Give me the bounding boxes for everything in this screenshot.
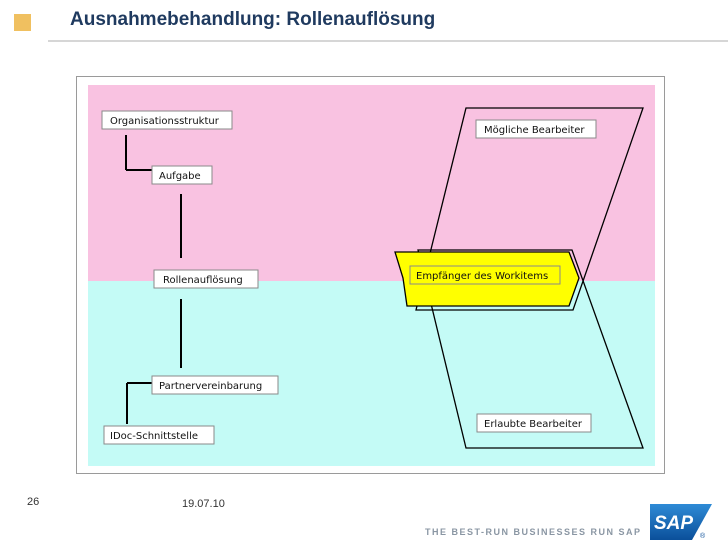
box-rollenaufloesung: Rollenauflösung xyxy=(153,269,259,289)
slide-title: Ausnahmebehandlung: Rollenauflösung xyxy=(70,9,436,30)
footer-date: 19.07.10 xyxy=(182,498,225,510)
box-idoc-schnittstelle: IDoc-Schnittstelle xyxy=(103,425,215,445)
label-erlaubte-bearbeiter: Erlaubte Bearbeiter xyxy=(484,419,583,430)
footer-tagline: THE BEST-RUN BUSINESSES RUN SAP xyxy=(425,527,642,537)
box-empfaenger-des-workitems: Empfänger des Workitems xyxy=(409,265,561,285)
sap-logo: SAP ® xyxy=(650,504,712,540)
svg-text:SAP: SAP xyxy=(654,513,693,534)
role-resolution-diagram: Organisationsstruktur Aufgabe Rollenaufl… xyxy=(88,85,655,466)
box-aufgabe: Aufgabe xyxy=(151,165,213,185)
lower-parallelogram xyxy=(417,249,644,449)
label-empfaenger: Empfänger des Workitems xyxy=(416,271,548,282)
box-moegliche-bearbeiter: Mögliche Bearbeiter xyxy=(475,119,597,139)
label-partnervereinbarung: Partnervereinbarung xyxy=(159,381,262,392)
title-divider xyxy=(48,40,728,42)
box-organisationsstruktur: Organisationsstruktur xyxy=(101,110,233,130)
svg-text:®: ® xyxy=(700,532,706,540)
upper-parallelogram xyxy=(415,107,644,311)
page-number: 26 xyxy=(27,496,40,508)
label-idoc-schnittstelle: IDoc-Schnittstelle xyxy=(110,431,198,442)
title-bullet-square xyxy=(14,14,31,31)
box-partnervereinbarung: Partnervereinbarung xyxy=(151,375,279,395)
box-erlaubte-bearbeiter: Erlaubte Bearbeiter xyxy=(476,413,592,433)
label-rollenaufloesung: Rollenauflösung xyxy=(163,275,243,286)
label-moegliche-bearbeiter: Mögliche Bearbeiter xyxy=(484,125,585,136)
label-organisationsstruktur: Organisationsstruktur xyxy=(110,116,220,127)
label-aufgabe: Aufgabe xyxy=(159,171,201,182)
